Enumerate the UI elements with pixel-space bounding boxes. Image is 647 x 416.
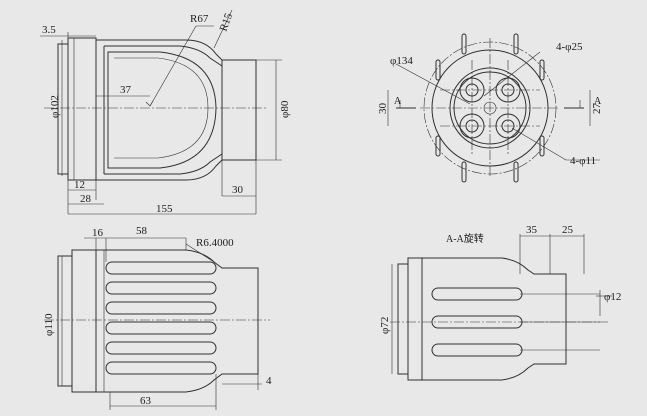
dim-r15: R15 xyxy=(218,11,236,33)
dim-3-5: 3.5 xyxy=(42,24,56,36)
section-title: A-A旋转 xyxy=(446,232,484,245)
bottom-left-view xyxy=(44,237,270,410)
dim-27-end: 27 xyxy=(591,103,603,115)
dim-12: 12 xyxy=(74,179,85,191)
dim-phi110: φ110 xyxy=(43,313,55,336)
dim-28: 28 xyxy=(80,193,92,205)
top-left-view xyxy=(40,9,282,215)
dim-30: 30 xyxy=(232,184,244,196)
dim-4-phi11: 4-φ11 xyxy=(570,155,596,167)
dim-phi80: φ80 xyxy=(279,100,291,118)
dim-4-phi25: 4-φ25 xyxy=(556,41,583,53)
section-mark-a-right: A xyxy=(594,96,602,107)
section-view xyxy=(390,234,612,381)
top-right-view xyxy=(387,33,600,183)
dim-155: 155 xyxy=(156,203,173,215)
dim-35: 35 xyxy=(526,224,538,236)
dim-phi134: φ134 xyxy=(390,55,413,67)
dim-37: 37 xyxy=(120,84,132,96)
dim-phi72: φ72 xyxy=(379,317,391,334)
dim-phi102: φ102 xyxy=(49,95,61,118)
dim-25: 25 xyxy=(562,224,574,236)
dim-63: 63 xyxy=(140,395,152,407)
section-mark-a-left: A xyxy=(394,96,402,107)
dim-phi12: φ12 xyxy=(604,291,621,303)
dim-r67: R67 xyxy=(190,13,209,25)
dim-4: 4 xyxy=(266,375,272,387)
dim-r6-4: R6.4000 xyxy=(196,237,234,249)
dim-16: 16 xyxy=(92,227,104,239)
dim-58: 58 xyxy=(136,225,148,237)
dim-30-end: 30 xyxy=(377,103,389,115)
